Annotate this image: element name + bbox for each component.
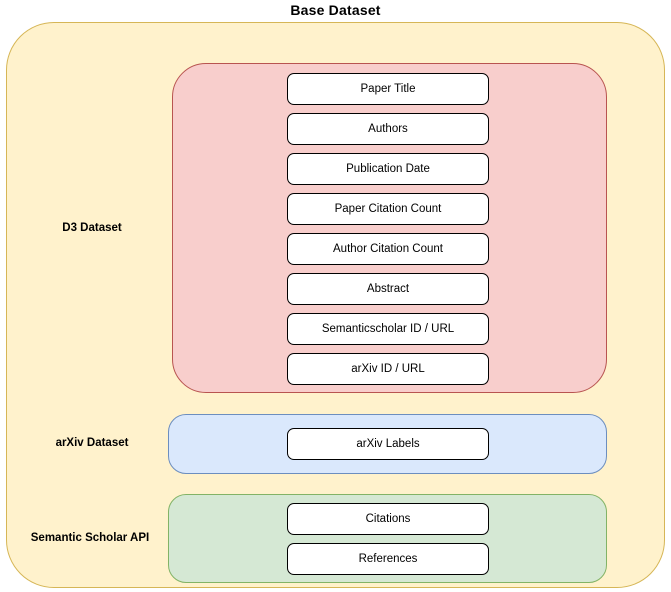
field-publication-date: Publication Date xyxy=(287,153,489,185)
field-arxiv-labels: arXiv Labels xyxy=(287,428,489,460)
field-abstract: Abstract xyxy=(287,273,489,305)
field-author-citation-count: Author Citation Count xyxy=(287,233,489,265)
field-citations: Citations xyxy=(287,503,489,535)
field-semanticscholar-id-url: Semanticscholar ID / URL xyxy=(287,313,489,345)
arxiv-dataset-label: arXiv Dataset xyxy=(55,437,129,449)
field-arxiv-id-url: arXiv ID / URL xyxy=(287,353,489,385)
semantic-scholar-api-label: Semantic Scholar API xyxy=(30,532,150,544)
field-paper-title: Paper Title xyxy=(287,73,489,105)
d3-dataset-label: D3 Dataset xyxy=(62,222,122,234)
base-dataset-container: D3 Dataset Paper Title Authors Publicati… xyxy=(6,22,665,588)
field-authors: Authors xyxy=(287,113,489,145)
diagram-title: Base Dataset xyxy=(290,2,381,18)
field-paper-citation-count: Paper Citation Count xyxy=(287,193,489,225)
field-references: References xyxy=(287,543,489,575)
